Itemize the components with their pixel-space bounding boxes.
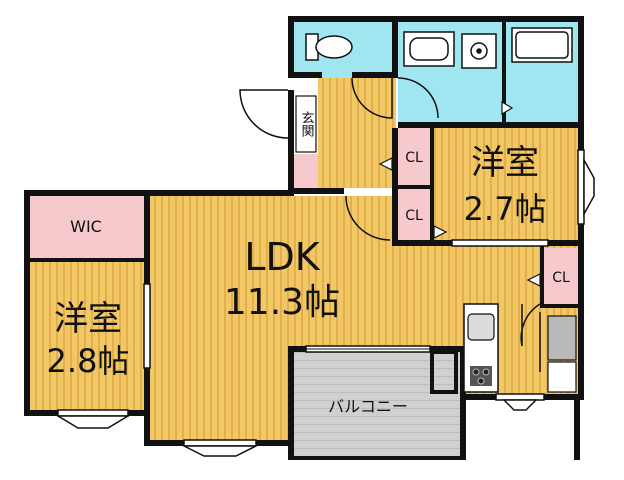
- wic-label: WIC: [70, 217, 102, 236]
- ldk-size: 11.3帖: [224, 282, 340, 323]
- western-room-2-name: 洋室: [54, 299, 122, 339]
- western-room-1-name: 洋室: [471, 143, 539, 183]
- balcony-label: バルコニー: [328, 397, 408, 416]
- ldk-name: LDK: [244, 235, 320, 279]
- closet-3-floor: [544, 248, 578, 304]
- closet-label-1: CL: [405, 150, 423, 166]
- closet-label-2: CL: [405, 208, 423, 224]
- hallway-floor: [318, 78, 396, 188]
- window-bays: [55, 157, 595, 457]
- entrance-label: 玄関: [299, 111, 315, 138]
- washbasin-fixture: [403, 31, 497, 69]
- western-room-2-size: 2.8帖: [47, 342, 130, 380]
- windows: [57, 149, 585, 447]
- toilet-fixture: [305, 33, 353, 61]
- bathtub-fixture: [511, 27, 573, 63]
- entrance-step: [294, 154, 318, 188]
- closet-2-floor: [398, 188, 430, 240]
- western-room-1-floor: [432, 128, 578, 244]
- shoe-rack: [295, 95, 317, 153]
- door-swings: [239, 77, 541, 372]
- western-room-2-floor: [30, 262, 146, 410]
- fridge-space: [547, 315, 577, 393]
- closet-label-3: CL: [552, 270, 570, 286]
- kitchen-counter: [463, 303, 499, 393]
- western-room-1-size: 2.7帖: [464, 190, 547, 228]
- closet-door-marks: [378, 100, 541, 287]
- wic-floor: [30, 196, 146, 258]
- closet-1-floor: [398, 128, 430, 186]
